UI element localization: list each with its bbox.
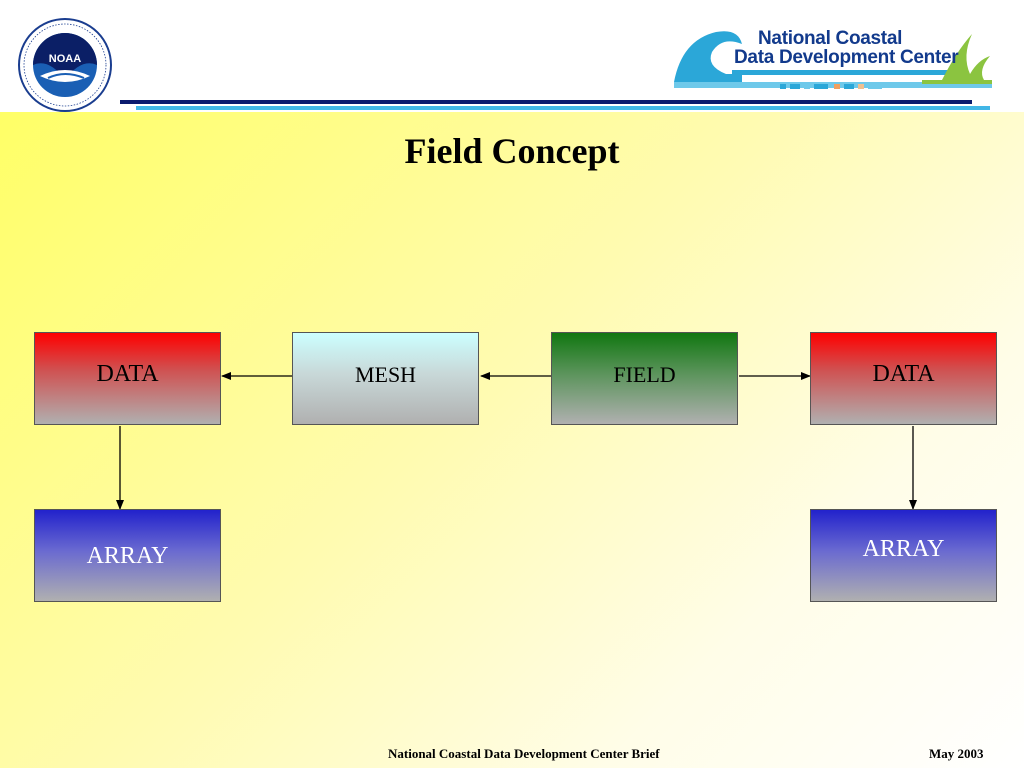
node-mesh-label: MESH [354,361,417,387]
node-array-left-label: ARRAY [86,543,169,569]
slide-body [0,112,1024,768]
node-data-right: DATA [810,332,997,425]
node-field-label: FIELD [613,361,676,387]
node-data-left: DATA [34,332,221,425]
noaa-logo-text: NOAA [49,53,81,65]
footer-date: May 2003 [929,746,984,761]
header-rule-navy [120,100,972,104]
node-array-left: ARRAY [34,509,221,602]
node-field: FIELD [551,332,738,425]
ncddc-logo-line2: Data Development Center [734,47,959,68]
node-mesh: MESH [292,332,479,425]
slide-header: NOAA National Coastal Data Development C… [0,0,1024,112]
header-rule-teal [136,106,990,110]
slide-title: Field Concept [404,131,620,171]
ncddc-logo-line1: National Coastal [758,28,903,49]
node-data-left-label: DATA [96,361,159,387]
ncddc-logo: National Coastal Data Development Center [672,22,994,96]
footer-title: National Coastal Data Development Center… [388,746,660,761]
node-array-right-label: ARRAY [862,536,945,562]
node-array-right: ARRAY [810,509,997,602]
node-data-right-label: DATA [872,361,935,387]
noaa-logo: NOAA [18,18,112,112]
